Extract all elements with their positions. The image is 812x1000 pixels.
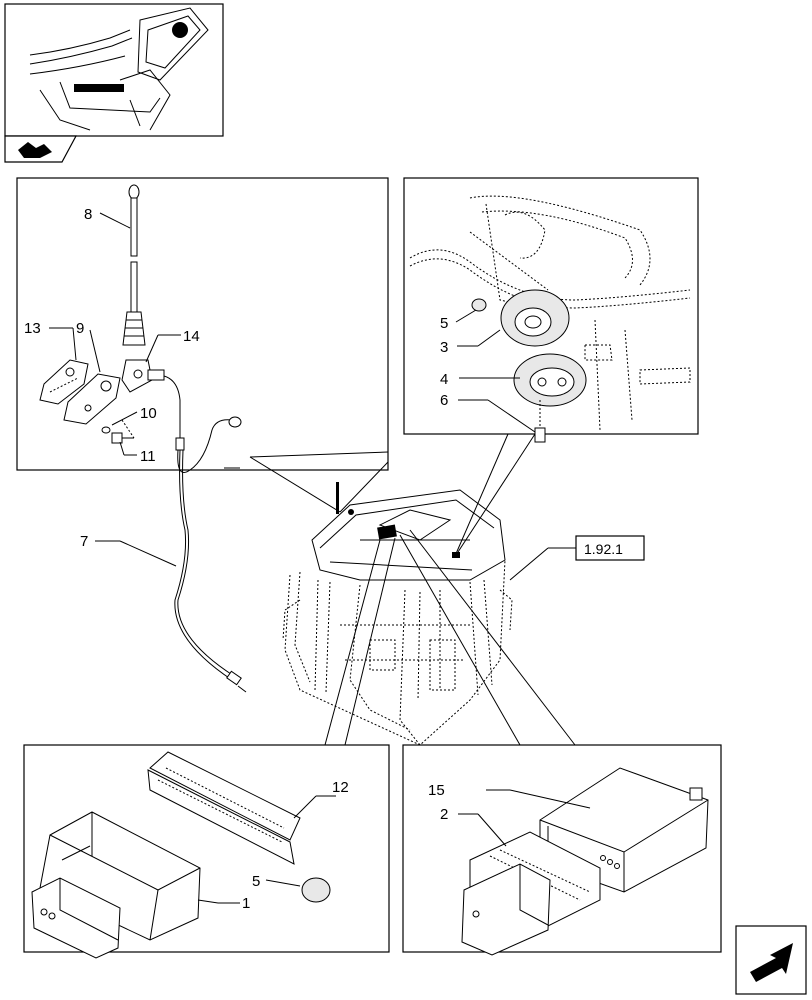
- callout-4: 4: [440, 371, 448, 388]
- callout-15: 15: [428, 782, 445, 799]
- callout-5-bottom: 5: [252, 873, 260, 890]
- antenna-cable: [95, 449, 247, 693]
- callout-14: 14: [183, 328, 200, 345]
- callout-11: 11: [140, 448, 156, 465]
- reference-box-label[interactable]: 1.92.1: [584, 541, 623, 557]
- callout-5-top: 5: [440, 315, 448, 332]
- callout-3: 3: [440, 339, 448, 356]
- callout-9: 9: [76, 320, 84, 337]
- speaker-detail-panel: [403, 177, 699, 443]
- radio-housing-panel: [23, 744, 390, 959]
- reference-box[interactable]: [509, 535, 645, 581]
- callout-12: 12: [332, 779, 349, 796]
- callout-2: 2: [440, 806, 448, 823]
- cab-overview: [224, 433, 576, 746]
- callout-13: 13: [24, 320, 41, 337]
- radio-unit-panel: [402, 744, 722, 956]
- callout-7: 7: [80, 533, 88, 550]
- callout-6: 6: [440, 392, 448, 409]
- callout-10: 10: [140, 405, 157, 422]
- nav-next-icon[interactable]: [735, 925, 807, 995]
- nav-back-icon[interactable]: [4, 135, 78, 163]
- thumbnail-view: [4, 3, 224, 137]
- callout-1: 1: [242, 895, 250, 912]
- callout-8: 8: [84, 206, 92, 223]
- antenna-detail-panel: [16, 177, 389, 473]
